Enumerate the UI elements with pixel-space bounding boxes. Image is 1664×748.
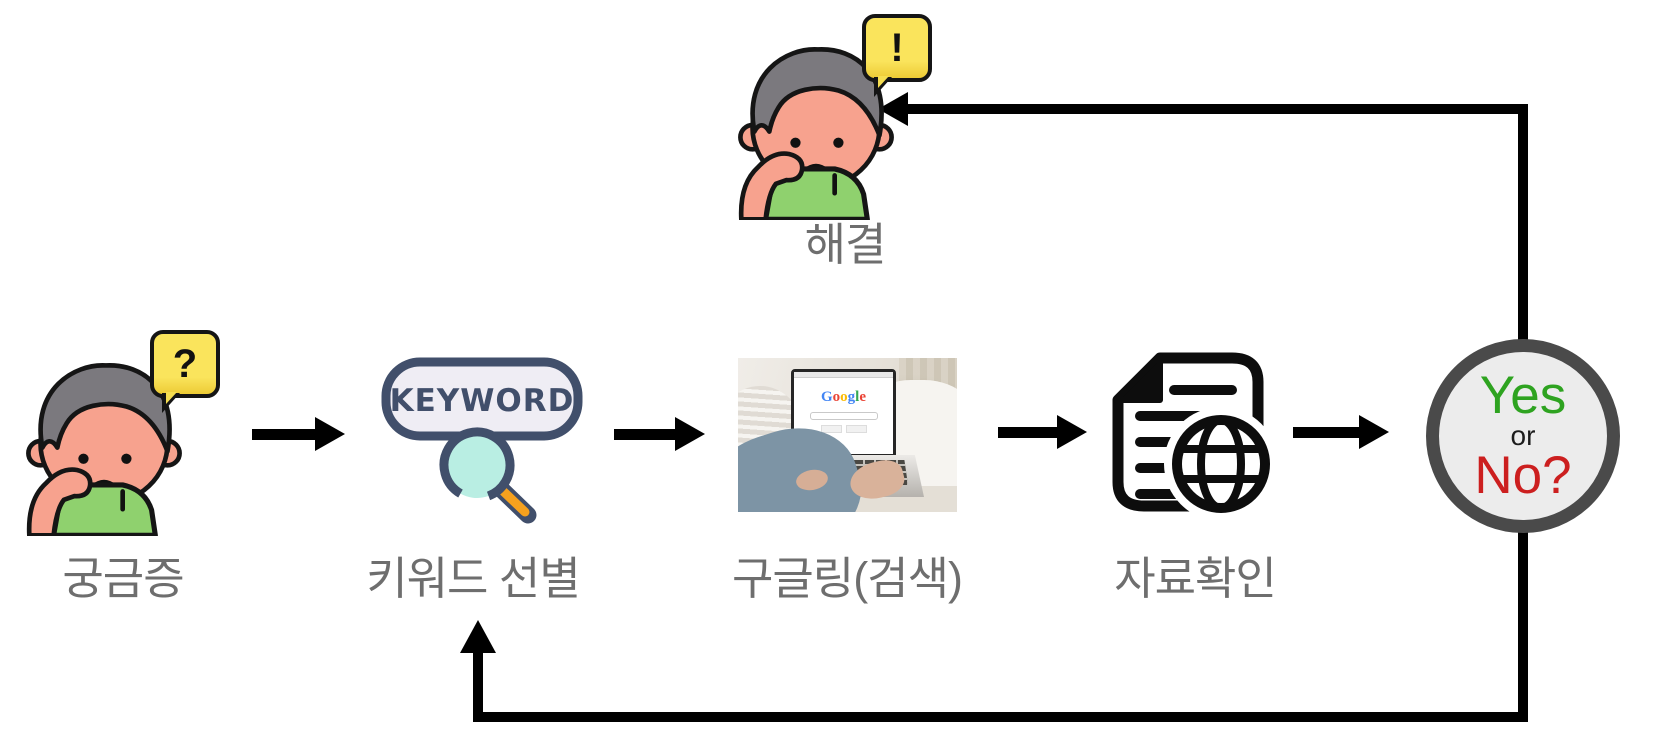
loop-line-right-top [1518,104,1528,346]
decision-circle: Yes or No? [1426,339,1620,533]
google-buttons [794,425,893,433]
label-keyword: 키워드 선별 [366,553,581,604]
laptop-screen: Google [791,369,896,457]
browser-bar [794,372,893,378]
loop-line-right-bottom [1518,528,1528,722]
arrow-right-icon [252,417,345,451]
loop-line-bottom [473,712,1528,722]
label-curiosity: 궁금증 [62,553,184,604]
magnifier-icon [439,427,537,524]
loop-line-left-up [473,652,483,714]
globe-icon [1164,407,1278,520]
arrow-up-icon [460,620,496,653]
decision-or: or [1510,420,1536,452]
keyword-search-icon: KEYWORD [381,357,583,524]
label-solved: 해결 [804,219,887,270]
loop-line-top [878,92,1528,126]
google-search-box [809,412,878,420]
label-verify: 자료확인 [1114,553,1277,604]
document-globe-icon [1112,352,1278,520]
label-googling: 구글링(검색) [732,553,963,604]
question-glyph: ? [172,341,198,386]
question-bubble-icon: ? [150,330,220,413]
arrow-right-icon [998,415,1087,449]
decision-no: No? [1474,445,1572,505]
google-button [845,425,867,433]
arrow-right-icon [1293,415,1389,449]
google-laptop-photo: Google [738,358,957,512]
decision-yes: Yes [1479,365,1567,425]
arrow-right-icon [614,417,705,451]
exclamation-bubble-icon: ! [862,14,932,97]
exclamation-glyph: ! [890,25,904,70]
google-button [820,425,842,433]
google-logo: Google [820,389,866,405]
keyword-badge-text: KEYWORD [390,383,575,419]
